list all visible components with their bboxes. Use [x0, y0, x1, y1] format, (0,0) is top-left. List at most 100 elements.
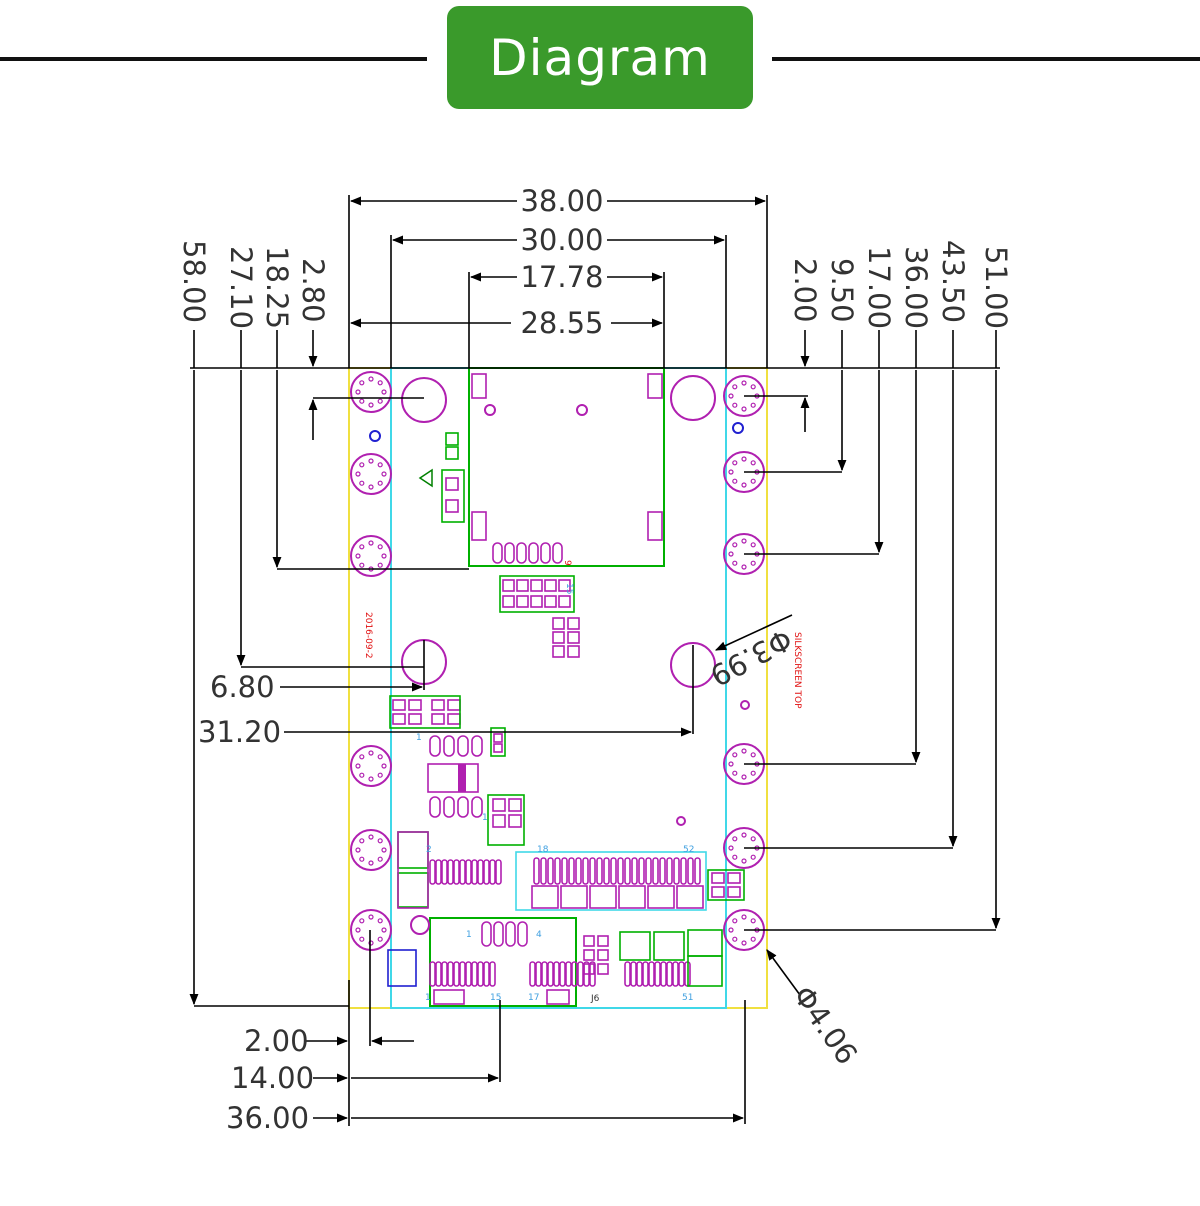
pin [517, 921, 528, 947]
pad-hole [368, 376, 374, 382]
pad [397, 831, 429, 869]
pad-hole [741, 564, 747, 570]
pin [553, 961, 560, 987]
pad [619, 931, 651, 961]
pad-hole [359, 562, 365, 568]
silk-pin-label: 1 [416, 733, 422, 743]
pad-hole [368, 540, 374, 546]
pad-hole [359, 380, 365, 386]
pad [676, 885, 704, 909]
pad [441, 469, 465, 523]
pin [489, 961, 496, 987]
pad [389, 695, 461, 729]
silk-pin-label: 15 [564, 583, 574, 594]
pad-hole [728, 927, 734, 933]
pad-hole [377, 918, 383, 924]
silk-pin-label: 52 [683, 845, 694, 855]
pad [499, 575, 575, 613]
pad [445, 499, 459, 513]
pad-hole [377, 398, 383, 404]
silk-connector: J6 [590, 994, 600, 1004]
pad-hole [732, 384, 738, 390]
pin [673, 857, 680, 885]
pad-hole [381, 389, 387, 395]
pad [445, 446, 459, 460]
pad [583, 935, 595, 947]
silk-pin-label: 18 [537, 845, 549, 855]
pad [471, 373, 487, 399]
pad [431, 699, 445, 711]
pad-hole [741, 482, 747, 488]
small-hole [410, 915, 430, 935]
pad-hole [732, 936, 738, 942]
pin [617, 857, 624, 885]
pad [687, 929, 723, 957]
dim-top-28-55: 28.55 [520, 306, 603, 340]
pad-hole [750, 854, 756, 860]
silk-pin-label: 4 [536, 930, 542, 940]
pad [487, 794, 525, 846]
pad-hole [750, 752, 756, 758]
pad-hole [732, 836, 738, 842]
pin [443, 735, 455, 757]
via [732, 422, 744, 434]
silkscreen-text: 2016-09-2 SILKSCREEN TOP J6 1 15 17 51 1… [363, 560, 802, 1004]
silk-pin-label: 9 [562, 560, 572, 566]
dim-bottom-36: 36.00 [226, 1101, 309, 1135]
pin [624, 857, 631, 885]
pad [558, 579, 571, 592]
pad-ring [350, 829, 392, 871]
pin [529, 961, 536, 987]
silk-pin-label: 15 [490, 993, 501, 1003]
pad [583, 949, 595, 961]
hole-top-left [401, 377, 447, 423]
pad-hole [377, 754, 383, 760]
silk-pin-label: 2 [426, 845, 432, 855]
pad [544, 579, 557, 592]
dim-left-58: 58.00 [177, 240, 211, 323]
pad-hole [732, 460, 738, 466]
dim-right-2: 2.00 [788, 258, 822, 323]
pin [459, 859, 466, 885]
pad [567, 645, 580, 658]
pad-hole [732, 918, 738, 924]
pad-hole [750, 936, 756, 942]
pin [540, 857, 547, 885]
pin [666, 961, 673, 987]
pin [645, 857, 652, 885]
pad [647, 373, 663, 399]
pad [493, 733, 503, 743]
pin [477, 961, 484, 987]
via [484, 404, 496, 416]
pad-hole [750, 918, 756, 924]
pin [465, 859, 472, 885]
dim-left-2-80: 2.80 [296, 258, 330, 323]
dim-hole-4-06: Φ4.06 [786, 980, 864, 1071]
pin [678, 961, 685, 987]
pin [459, 961, 466, 987]
pad-hole [355, 847, 361, 853]
pad-hole [732, 542, 738, 548]
mounting-pads [350, 371, 765, 951]
pad-hole [732, 402, 738, 408]
pad-hole [368, 402, 374, 408]
pin [471, 961, 478, 987]
dim-horiz-31-2: 31.20 [198, 715, 281, 749]
pad-hole [381, 847, 387, 853]
dim-right-51: 51.00 [979, 246, 1013, 329]
pad-hole [732, 752, 738, 758]
pad-hole [732, 770, 738, 776]
dim-top-38: 38.00 [520, 184, 603, 218]
pad-hole [359, 462, 365, 468]
dimension-labels: 38.00 30.00 17.78 28.55 58.00 27.10 18.2… [177, 184, 1013, 1135]
pad [492, 798, 506, 812]
pad-hole [359, 856, 365, 862]
pad-hole [741, 914, 747, 920]
pad-hole [741, 748, 747, 754]
pin [492, 542, 503, 564]
pad [530, 579, 543, 592]
pin [505, 921, 516, 947]
pad-hole [750, 836, 756, 842]
pad [531, 885, 559, 909]
pad [687, 955, 723, 987]
